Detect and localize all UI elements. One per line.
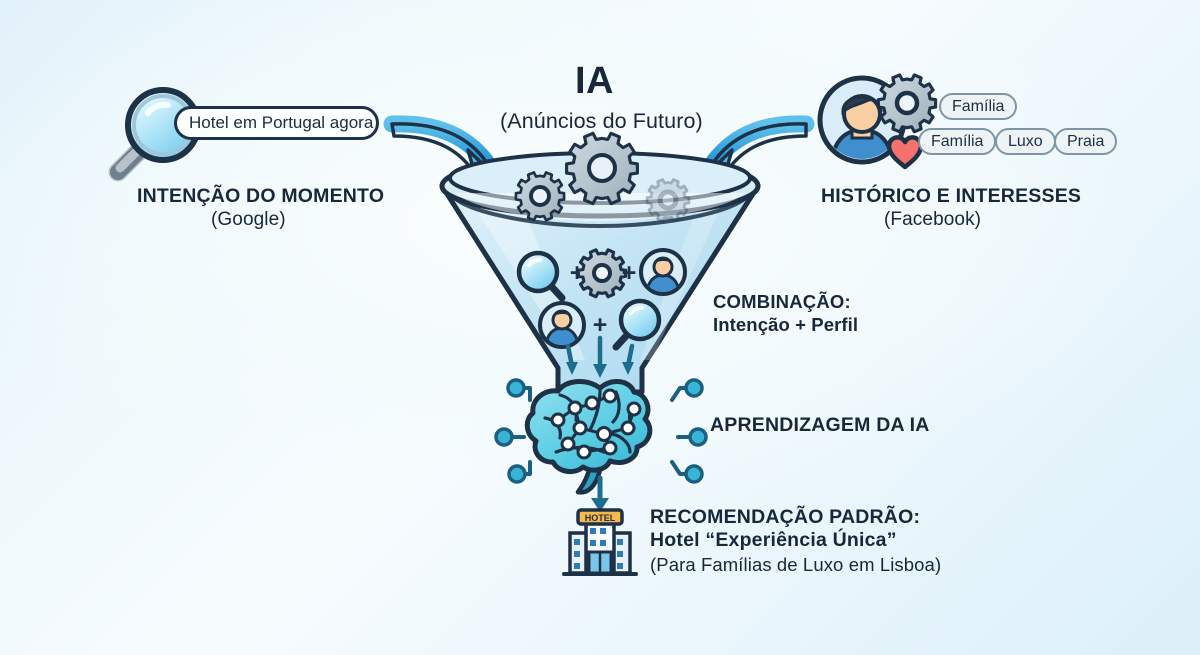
learning-label: APRENDIZAGEM DA IA bbox=[710, 414, 930, 436]
left-source-label: INTENÇÃO DO MOMENTO bbox=[137, 185, 385, 207]
combination-title: COMBINAÇÃO: bbox=[713, 291, 851, 312]
hotel-building-icon: HOTEL bbox=[562, 508, 638, 576]
svg-text:+: + bbox=[622, 259, 637, 287]
left-source-sublabel: (Google) bbox=[211, 209, 286, 230]
svg-text:+: + bbox=[593, 311, 608, 339]
search-query-text: Hotel em Portugal agora bbox=[189, 113, 374, 132]
tag-bottom-0[interactable]: Família bbox=[918, 128, 997, 155]
tag-top-0[interactable]: Família bbox=[939, 93, 1018, 120]
hotel-sign-text: HOTEL bbox=[585, 513, 616, 523]
result-line-2: Hotel “Experiência Única” bbox=[650, 529, 897, 551]
gears-icon bbox=[514, 131, 691, 223]
result-line-3: (Para Famílias de Luxo em Lisboa) bbox=[650, 554, 942, 575]
tag-bottom-1[interactable]: Luxo bbox=[995, 128, 1056, 155]
result-line-1: RECOMENDAÇÃO PADRÃO: bbox=[650, 506, 921, 528]
combination-icons: + + bbox=[516, 248, 687, 378]
tag-bottom-2[interactable]: Praia bbox=[1054, 128, 1118, 155]
search-query-pill[interactable]: Hotel em Portugal agora bbox=[174, 106, 379, 140]
page-subtitle: (Anúncios do Futuro) bbox=[500, 109, 703, 133]
user-profile-gear-heart-icon bbox=[817, 73, 938, 170]
brain-network-icon bbox=[494, 378, 708, 512]
page-title: IA bbox=[575, 60, 614, 102]
right-source-label: HISTÓRICO E INTERESSES bbox=[821, 185, 1082, 207]
right-source-sublabel: (Facebook) bbox=[884, 209, 982, 230]
combination-subtitle: Intenção + Perfil bbox=[713, 314, 859, 335]
